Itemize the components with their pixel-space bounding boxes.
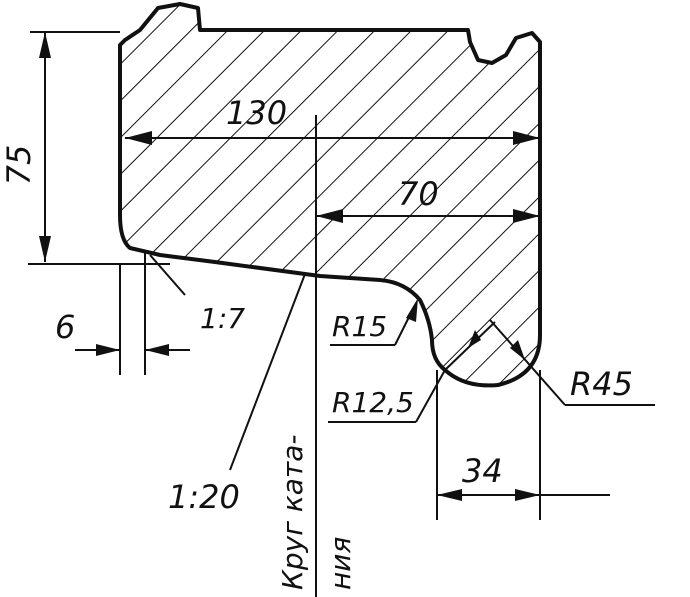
dim-70-label: 70 <box>398 175 439 213</box>
dim-34-label: 34 <box>462 452 503 490</box>
dim-75-label: 75 <box>0 145 38 186</box>
dimension-width-34: 34 <box>436 370 610 520</box>
taper-1-7: 1:7 <box>149 254 245 335</box>
radius-r12-5: R12,5 <box>328 321 496 423</box>
dim-130-label: 130 <box>226 94 287 132</box>
rim-cross-section <box>118 2 542 388</box>
radius-r45: R45 <box>489 319 655 406</box>
dim-6-label: 6 <box>55 308 75 346</box>
dimension-width-70: 70 <box>316 175 540 223</box>
taper-1-7-label: 1:7 <box>200 302 245 335</box>
taper-1-20: 1:20 <box>168 273 306 516</box>
dimension-offset-6: 6 <box>55 250 190 375</box>
rolling-circle-label-line1: Круг ката- <box>276 435 309 590</box>
dimension-width-130: 130 <box>125 94 540 145</box>
rolling-circle-label: Круг ката- ния <box>276 435 357 590</box>
dimension-height-75: 75 <box>0 31 170 265</box>
rolling-circle-label-line2: ния <box>324 537 357 590</box>
taper-1-20-label: 1:20 <box>168 478 240 516</box>
r45-label: R45 <box>570 365 633 403</box>
r15-label: R15 <box>332 310 387 343</box>
radius-r15: R15 <box>330 298 418 346</box>
r12-5-label: R12,5 <box>332 386 414 419</box>
